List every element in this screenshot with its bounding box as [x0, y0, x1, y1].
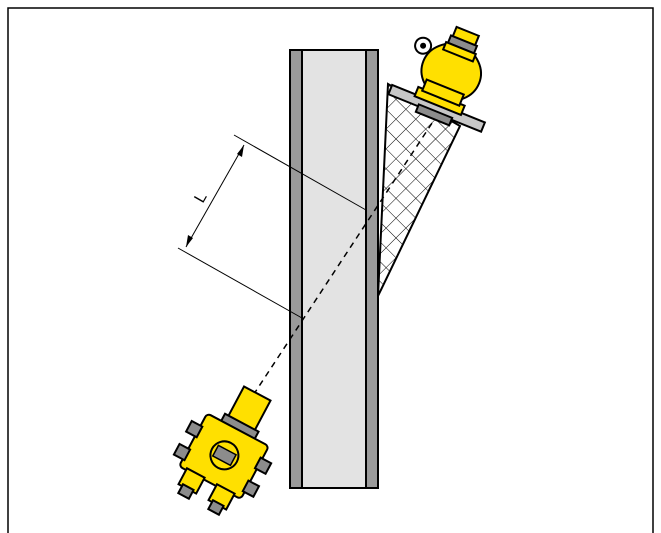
beam-line: [249, 113, 439, 401]
top-sensor: [387, 25, 487, 134]
dimension-label: L: [192, 190, 211, 206]
pipe: [289, 49, 379, 489]
bottom-sensor: [172, 385, 273, 517]
dimension-indicator: [177, 134, 367, 319]
diagram-frame: [7, 7, 654, 533]
